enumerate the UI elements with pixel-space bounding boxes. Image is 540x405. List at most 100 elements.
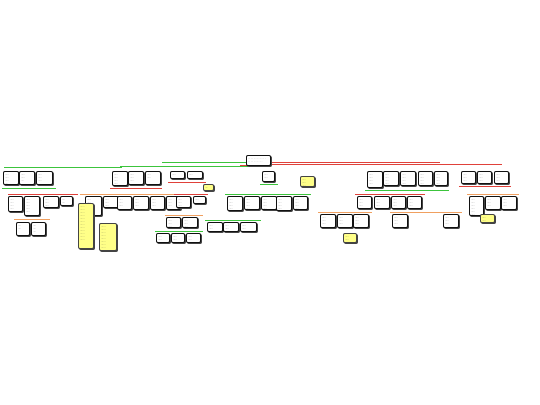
node-label: ····· ····· ·····: [135, 198, 139, 207]
topic-node[interactable]: ···· ····: [60, 196, 73, 206]
topic-node[interactable]: ····· ····· ·····: [494, 171, 509, 184]
topic-node[interactable]: ····· ····· ·····: [150, 196, 165, 210]
node-label: ····· ····· ·····: [359, 198, 363, 207]
connector-line: [4, 167, 122, 168]
topic-node[interactable]: ····· ····· ·····: [133, 196, 149, 210]
node-label: ···· ····: [62, 198, 66, 204]
topic-node[interactable]: ····· ····· ·····: [117, 196, 132, 210]
topic-node[interactable]: ····· ·····: [145, 171, 161, 185]
connector-line: [155, 231, 203, 232]
node-label: ····· ····· ·····: [302, 178, 306, 187]
topic-node[interactable]: ····· ····· ····· ·····: [383, 171, 399, 186]
note-box[interactable]: ····· ·····: [480, 214, 495, 223]
connector-line: [365, 190, 449, 191]
node-label: ····· ····· ·····: [119, 198, 123, 207]
topic-node[interactable]: ····· ····· ····· ·····: [112, 171, 128, 186]
node-label: ····· ····· ·····: [184, 219, 188, 228]
topic-node[interactable]: ····· ····· ····· ·····: [434, 171, 448, 186]
note-box[interactable]: ····· ····· ·····: [300, 176, 315, 187]
node-label: ······ ······ ······ ······ ······ ·····…: [101, 225, 106, 251]
connector-line: [318, 212, 372, 213]
note-box[interactable]: ····· ····· ·····: [343, 233, 357, 243]
node-label: ····· ·····: [264, 173, 268, 179]
topic-node[interactable]: ····· ·····: [156, 233, 170, 243]
topic-node[interactable]: ····· ····· ····· ····· ·····: [276, 196, 292, 211]
connector-line: [80, 194, 120, 195]
topic-node[interactable]: ·····: [170, 171, 185, 179]
node-label: ····· ····· ·····: [345, 235, 349, 243]
topic-node[interactable]: ····· ····· ····· ····· ····· ·····: [469, 196, 484, 216]
node-label: ····· ·····: [482, 216, 486, 222]
topic-node[interactable]: ···· ····: [16, 222, 30, 236]
connector-line: [8, 194, 78, 195]
connector-line: [14, 219, 50, 220]
node-label: ···· ····: [18, 224, 22, 230]
topic-node[interactable]: ····· ····· ·····: [391, 196, 406, 209]
connector-line: [120, 166, 248, 167]
topic-node[interactable]: ····· ····· ·····: [166, 217, 181, 228]
node-label: ····· ····· ·····: [45, 198, 49, 207]
node-label: ····· ····· ·····: [355, 216, 359, 225]
note-box[interactable]: ···· ····: [203, 184, 214, 191]
node-label: ····· ····· ····· ····: [5, 173, 9, 185]
node-label: ····· ····· ·····: [322, 216, 326, 225]
node-label: ····· ····· ·····: [339, 216, 343, 225]
topic-node[interactable]: ····· ····· ·····: [461, 171, 476, 184]
topic-node[interactable]: ····· ····· ·····: [223, 222, 239, 232]
node-label: ····· ····· ·····: [130, 173, 134, 182]
topic-node[interactable]: ····· ·····: [171, 233, 185, 243]
node-label: ····· ····· ·····: [479, 173, 483, 182]
topic-node[interactable]: ····· ····· ·····: [392, 214, 408, 228]
topic-node[interactable]: ····· ····· ·····: [353, 214, 369, 228]
note-box[interactable]: ······ ······ ······ ······ ······ ·····…: [99, 223, 117, 251]
topic-node[interactable]: ····· ····· ·····: [176, 196, 191, 208]
topic-node[interactable]: ····· ····· ·····: [501, 196, 517, 210]
topic-node[interactable]: ····· ····· ····· ·····: [418, 171, 433, 186]
topic-node[interactable]: ·····: [193, 196, 206, 204]
topic-node[interactable]: ·····: [187, 171, 203, 179]
topic-node[interactable]: ····· ·····: [262, 171, 275, 182]
topic-node[interactable]: ····· ····· ·····: [337, 214, 353, 228]
topic-node[interactable]: ····· ····· ····: [19, 171, 35, 185]
topic-node[interactable]: ····· ····· ·····: [36, 171, 53, 185]
topic-node[interactable]: ····· ····· ·····: [357, 196, 372, 209]
connector-line: [260, 184, 278, 185]
node-label: ····· ····· ·····: [168, 198, 172, 207]
topic-node[interactable]: ···· ···· ····: [31, 222, 46, 236]
topic-node[interactable]: ····· ····· ·····: [374, 196, 390, 209]
topic-node[interactable]: ····· ·····: [186, 233, 201, 243]
topic-node[interactable]: ····· ····· ····· ····: [3, 171, 19, 185]
node-label: ·····: [172, 173, 176, 176]
topic-node[interactable]: ····· ····· ·····: [407, 196, 422, 209]
node-label: ····· ····· ····· ·····: [402, 173, 406, 185]
topic-node[interactable]: ····· ····· ·····: [103, 196, 119, 208]
node-label: ····· ····· ····· ·····: [385, 173, 389, 185]
topic-node[interactable]: ····· ····· ····· ····· ·····: [227, 196, 243, 211]
topic-node[interactable]: ····· ····· ····· ·····: [244, 196, 260, 210]
topic-node[interactable]: ····· ····· ·····: [207, 222, 223, 232]
topic-node[interactable]: ····· ····· ·····: [485, 196, 501, 210]
node-label: ····· ····· ····· ·····: [369, 173, 373, 185]
topic-node[interactable]: ····· ····· ·····: [43, 196, 59, 208]
topic-node[interactable]: ····· ····· ····· ·····: [261, 196, 277, 210]
topic-node[interactable]: ····· ····· ····· ·····: [8, 196, 23, 212]
node-label: ····· ····· ·····: [463, 173, 467, 182]
topic-node[interactable]: ····· ·····: [240, 222, 257, 232]
topic-node[interactable]: ····· ····· ····· ·····: [400, 171, 416, 186]
topic-node[interactable]: ····· ····· ····· ·····: [367, 171, 383, 188]
topic-node[interactable]: ····· ····· ·····: [320, 214, 336, 228]
node-label: ····· ····· ·····: [445, 216, 449, 225]
node-label: ····· ····· ····: [21, 173, 25, 182]
topic-node[interactable]: ····· ····· ····· ·····: [293, 196, 308, 210]
connector-line: [270, 162, 440, 163]
root-topic[interactable]: · · · · · · · · · · · · · · · · · · · · …: [246, 155, 271, 166]
connector-line: [174, 194, 208, 195]
note-box[interactable]: ······ ······ ······ ······ ······ ·····…: [78, 203, 94, 249]
topic-node[interactable]: ····· ····· ·····: [477, 171, 492, 184]
topic-node[interactable]: ····· ····· ·····: [182, 217, 198, 228]
node-label: ····· ····· ····· ·····: [114, 173, 118, 185]
topic-node[interactable]: ····· ····· ·····: [443, 214, 459, 228]
node-label: ····· ····· ····· ····· ·····: [278, 198, 282, 210]
topic-node[interactable]: ····· ····· ·····: [128, 171, 144, 185]
topic-node[interactable]: ····· ····· ····· ····· ·····: [24, 196, 40, 216]
